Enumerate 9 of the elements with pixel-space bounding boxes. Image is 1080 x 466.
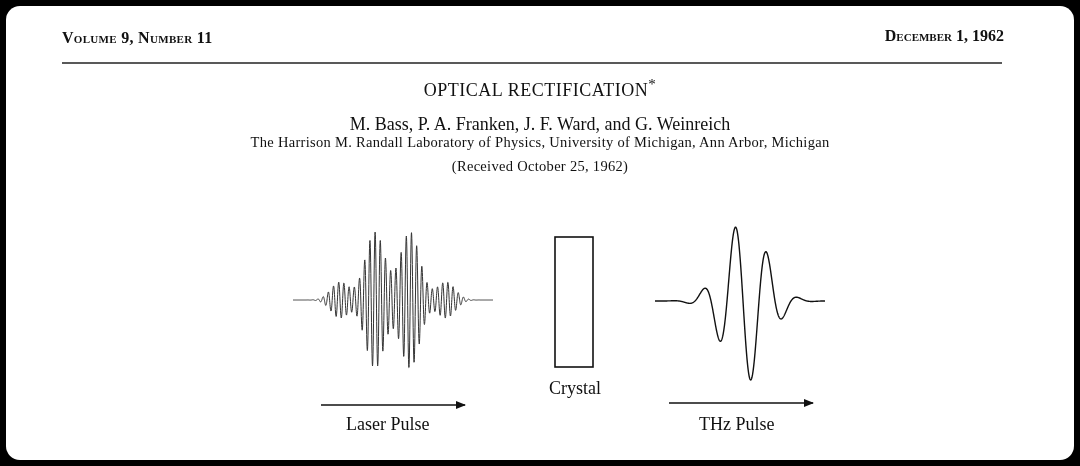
author-list: M. Bass, P. A. Franken, J. F. Ward, and G. Weinreich [0,114,1080,135]
issue-date: December 1, 1962 [884,27,1004,45]
affiliation-text: The Harrison M. Randall Laboratory of Physics, University of Michigan, Ann Arbor, Michigan [249,134,831,151]
node-label: Crystal [548,378,602,399]
waveform-caption: Laser Pulse [346,414,430,435]
volume-number: Volume 9, Number 11 [62,29,213,47]
paper-title: OPTICAL RECTIFICATION$^{*}$ [422,76,658,101]
waveform-caption: THz Pulse [699,414,775,435]
received-date: (Received October 25, 1962) [450,158,630,175]
